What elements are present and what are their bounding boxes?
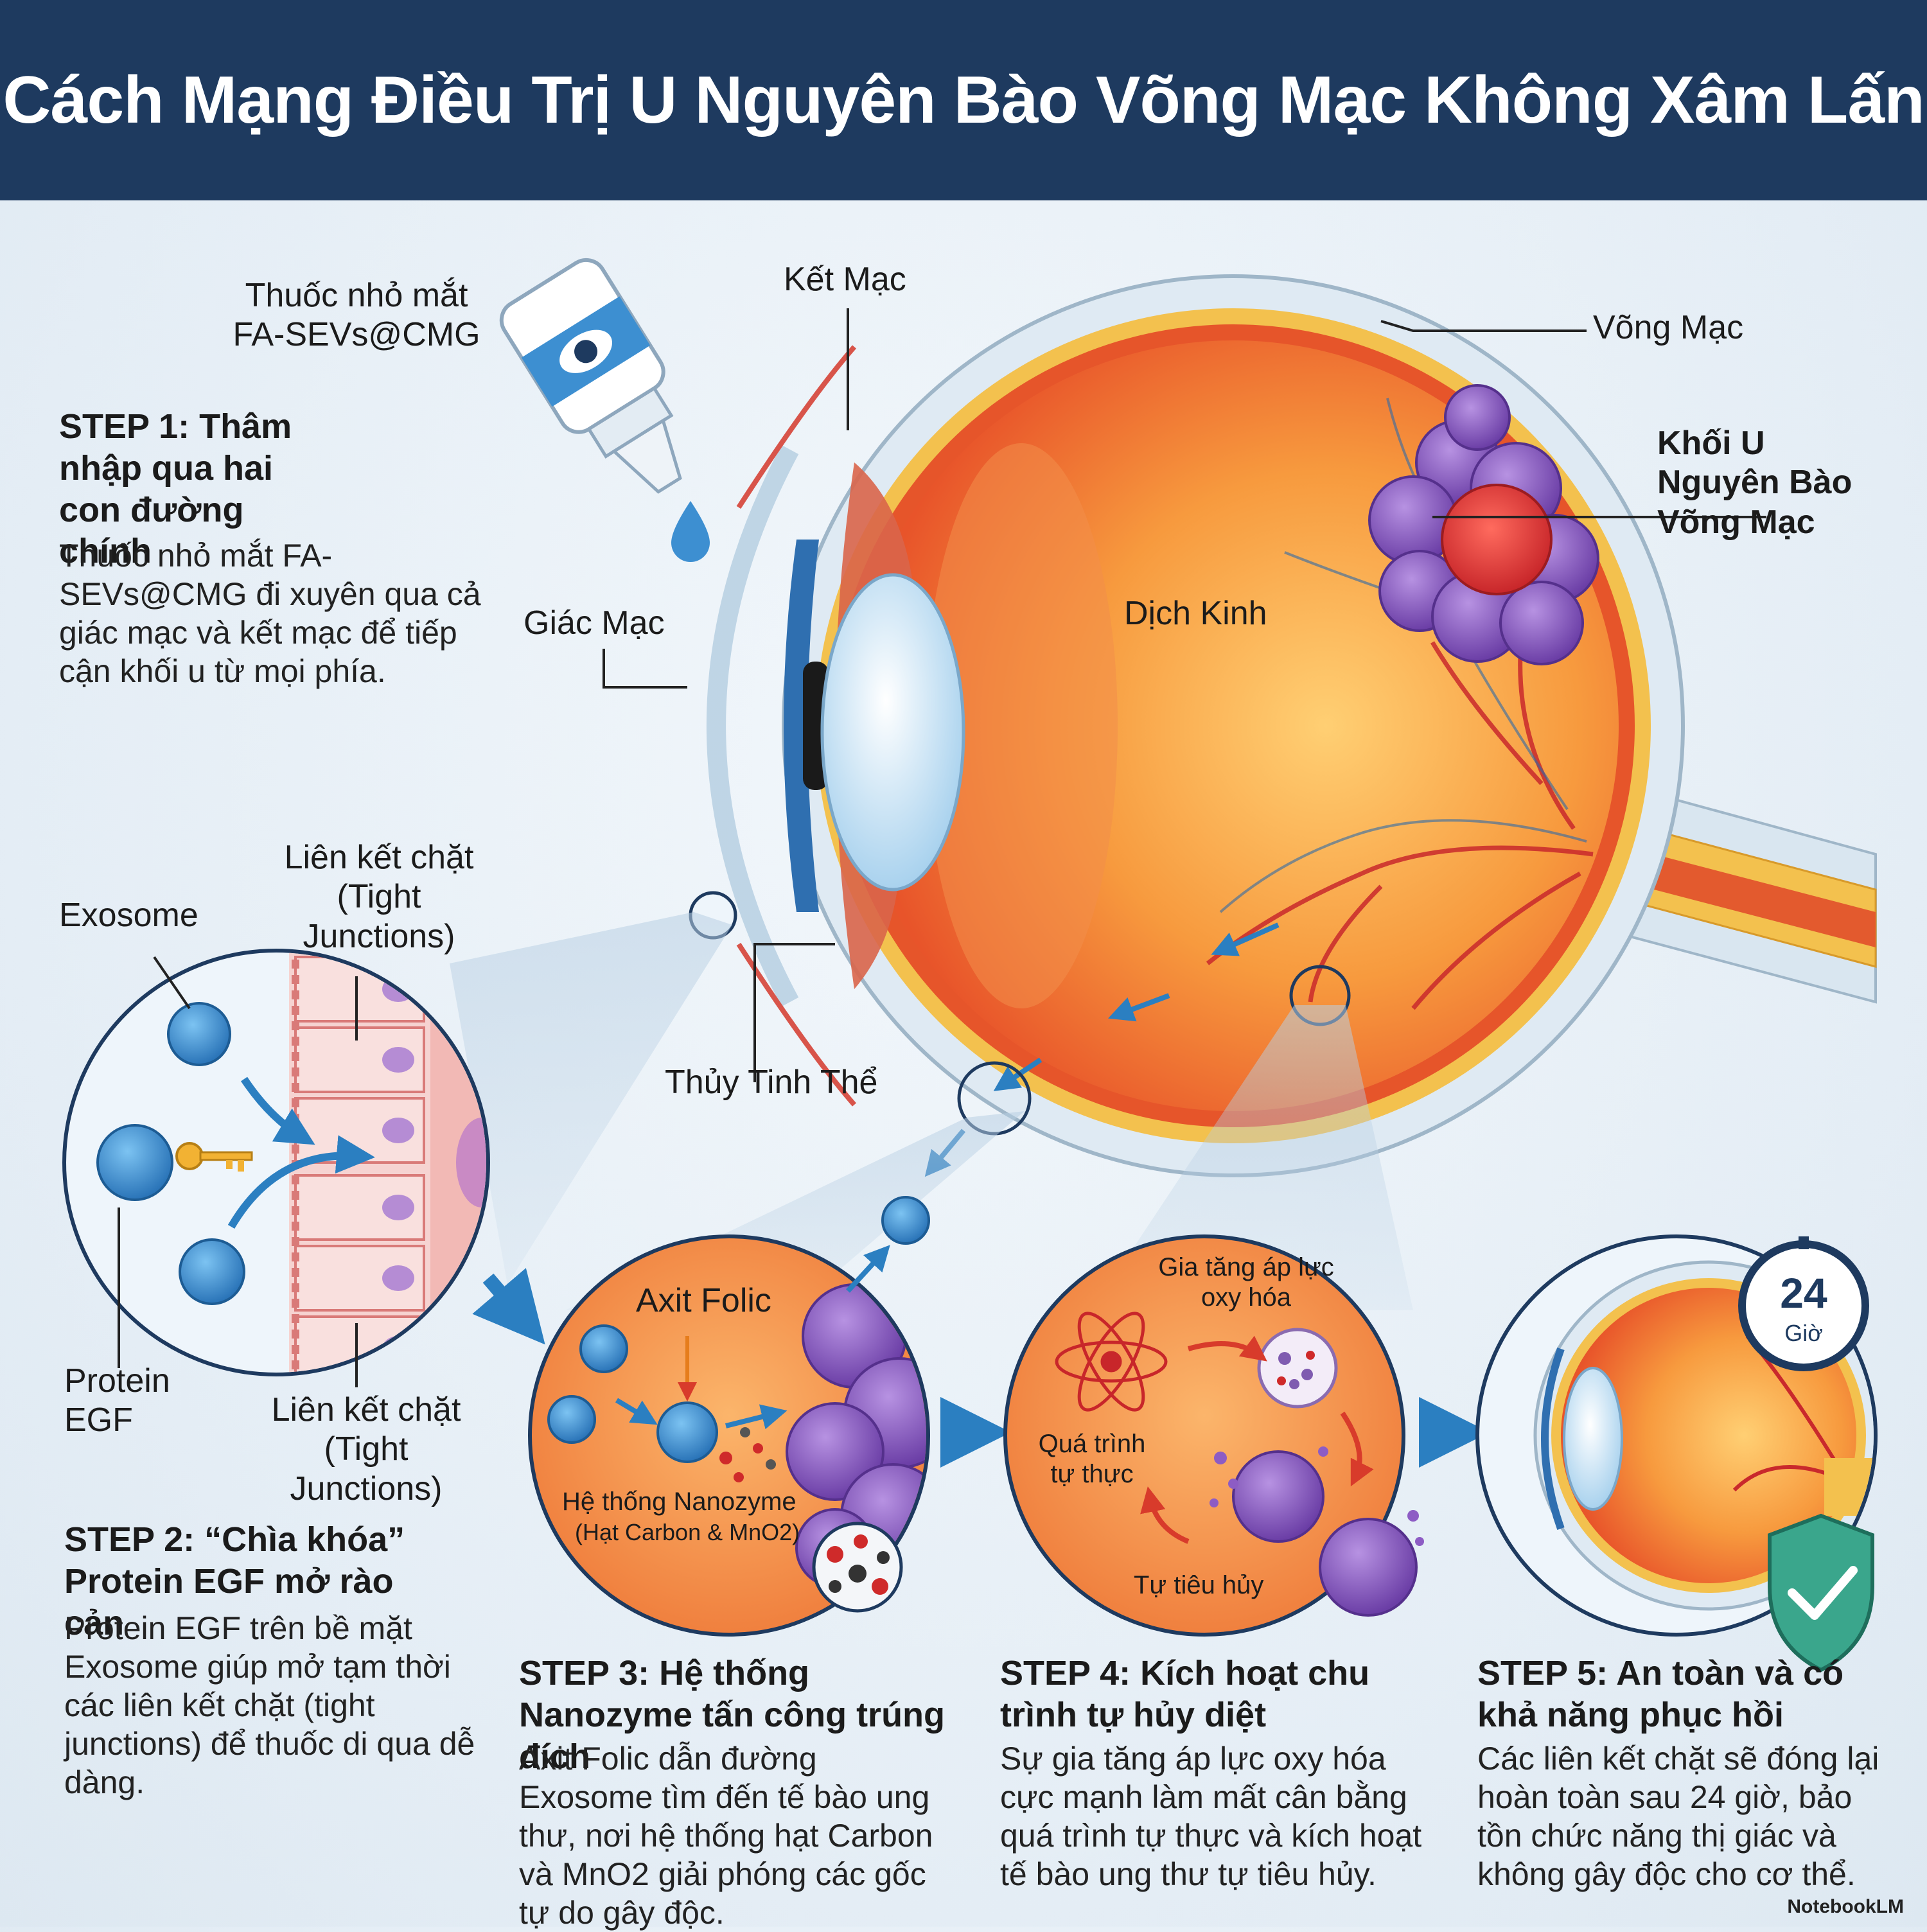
- oxidative-label: Gia tăng áp lực oxy hóa: [1158, 1253, 1334, 1312]
- tight-junction-top-label: Liên kết chặt (Tight Junctions): [284, 839, 474, 955]
- shield-check-icon: [1768, 1513, 1874, 1673]
- step-1-title: STEP 1: Thâm nhập qua hai con đường chín…: [59, 407, 292, 571]
- hours-value: 24: [1780, 1269, 1827, 1317]
- protein-egf-label: Protein EGF: [64, 1362, 170, 1439]
- clock-icon: [1738, 1236, 1869, 1371]
- key-icon: [175, 1142, 253, 1172]
- step-5-desc: Các liên kết chặt sẽ đóng lại hoàn toàn …: [1477, 1741, 1879, 1892]
- step-1-desc: Thuốc nhỏ mắt FA-SEVs@CMG đi xuyên qua c…: [59, 538, 481, 689]
- lens: [820, 573, 965, 891]
- nanozyme-circle: [528, 1234, 930, 1637]
- tight-junction-bottom-label: Liên kết chặt (Tight Junctions): [271, 1391, 461, 1507]
- page-title: Cách Mạng Điều Trị U Nguyên Bào Võng Mạc…: [3, 62, 1924, 137]
- exosome-label: Exosome: [59, 897, 198, 934]
- brand-logo: NotebookLM: [1787, 1896, 1904, 1917]
- hours-unit: Giờ: [1784, 1320, 1823, 1346]
- lens-label: Thủy Tinh Thể: [665, 1064, 878, 1101]
- atom-icon: [1055, 1312, 1168, 1412]
- autophagy-label: Quá trình tự thực: [1038, 1430, 1146, 1489]
- nanozyme-sub-label: (Hạt Carbon & MnO2): [575, 1519, 800, 1545]
- header-bar: Cách Mạng Điều Trị U Nguyên Bào Võng Mạc…: [0, 0, 1927, 200]
- autophagy-circle: [1003, 1234, 1424, 1637]
- conjunctiva-label: Kết Mạc: [784, 261, 906, 298]
- nanozyme-label: Hệ thống Nanozyme: [562, 1488, 796, 1516]
- step-4-desc: Sự gia tăng áp lực oxy hóa cực mạnh làm …: [1000, 1741, 1422, 1892]
- step-4-title: STEP 4: Kích hoạt chu trình tự hủy diệt: [1000, 1654, 1370, 1734]
- step-2-title: STEP 2: “Chìa khóa” Protein EGF mở rào c…: [64, 1520, 405, 1642]
- step-3-desc: Axit Folic dẫn đường Exosome tìm đến tế …: [519, 1741, 933, 1931]
- vitreous-label: Dịch Kinh: [1124, 595, 1267, 632]
- tumor-cluster: [1368, 384, 1599, 665]
- step-2-desc: Protein EGF trên bề mặt Exosome giúp mở …: [64, 1610, 475, 1800]
- cornea-label: Giác Mạc: [524, 604, 665, 642]
- eye-drop-bottle-icon: [499, 258, 682, 494]
- eye-drop-label: Thuốc nhỏ mắt FA-SEVs@CMG: [233, 277, 480, 354]
- retina-label: Võng Mạc: [1593, 309, 1744, 346]
- folic-acid-label: Axit Folic: [636, 1282, 771, 1319]
- self-destruct-label: Tự tiêu hủy: [1134, 1571, 1264, 1599]
- recovery-circle: [1475, 1234, 1878, 1673]
- tumor-label: Khối U Nguyên Bào Võng Mạc: [1657, 425, 1852, 541]
- cornea: [707, 444, 799, 1007]
- step-5-title: STEP 5: An toàn và có khả năng phục hồi: [1477, 1654, 1844, 1734]
- step-3-title: STEP 3: Hệ thống Nanozyme tấn công trúng…: [519, 1654, 946, 1776]
- drop-icon: [671, 501, 710, 562]
- tight-junction-circle: [62, 949, 490, 1376]
